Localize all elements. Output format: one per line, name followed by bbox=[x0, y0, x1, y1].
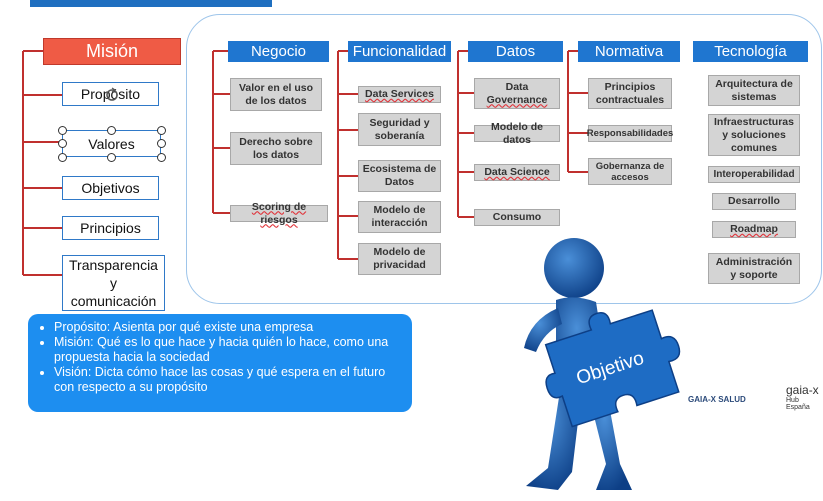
box-line: y soluciones bbox=[722, 128, 786, 141]
box-line: Governance bbox=[486, 93, 548, 106]
box-line: Valor en el uso bbox=[238, 81, 314, 94]
box-data-services: Data Services bbox=[358, 86, 441, 103]
header-funcionalidad: Funcionalidad bbox=[348, 41, 451, 62]
box-line: interacción bbox=[371, 217, 428, 229]
box-line: accesos bbox=[611, 171, 649, 183]
hub-espana-label: Hub España bbox=[786, 397, 810, 411]
selection-handle[interactable] bbox=[58, 153, 67, 162]
box-line: Consumo bbox=[492, 211, 542, 223]
definitions-list: Propósito: Asienta por qué existe una em… bbox=[38, 320, 404, 395]
rotate-handle-icon[interactable] bbox=[104, 87, 120, 103]
box-line: Desarrollo bbox=[728, 195, 780, 207]
proposito-box[interactable]: Propósito bbox=[62, 82, 159, 106]
box-line: Roadmap bbox=[730, 223, 778, 235]
box-line: Principios bbox=[604, 80, 656, 93]
selection-handle[interactable] bbox=[58, 139, 67, 148]
mision-box: Misión bbox=[43, 38, 181, 65]
box-data-science: Data Science bbox=[474, 164, 560, 181]
box-line: Gobernanza de bbox=[595, 160, 665, 172]
box-modelo-datos: Modelo de datos bbox=[474, 121, 560, 146]
top-accent-bar bbox=[30, 0, 272, 7]
box-line: Data bbox=[505, 80, 529, 93]
box-line: Data Services bbox=[365, 88, 434, 100]
principios-box[interactable]: Principios bbox=[62, 216, 159, 240]
box-line: Ecosistema de bbox=[362, 163, 437, 175]
definition-vision: Visión: Dicta cómo hace las cosas y qué … bbox=[54, 365, 404, 395]
selection-handle[interactable] bbox=[107, 126, 116, 135]
box-line: de los datos bbox=[245, 94, 307, 107]
box-line: Infraestructuras bbox=[714, 115, 794, 128]
box-line: Interoperabilidad bbox=[713, 169, 795, 180]
figure-puzzle-illustration: Objetivo bbox=[524, 238, 681, 490]
box-consumo: Consumo bbox=[474, 209, 560, 226]
box-scoring: Scoring de riesgos bbox=[230, 201, 328, 226]
box-line: contractuales bbox=[595, 93, 665, 106]
header-negocio: Negocio bbox=[228, 41, 329, 62]
box-line: Arquitectura de bbox=[715, 77, 793, 90]
box-line: comunes bbox=[730, 141, 778, 154]
box-responsabilidades: Responsabilidades bbox=[586, 125, 674, 142]
gaiax-salud-logo: GAIA-X SALUD bbox=[688, 395, 746, 404]
selection-handle[interactable] bbox=[107, 153, 116, 162]
transparencia-line: y bbox=[110, 275, 117, 291]
transparencia-box[interactable]: Transparencia y comunicación bbox=[62, 255, 165, 311]
box-line: Data Science bbox=[484, 166, 550, 178]
selection-handle[interactable] bbox=[58, 126, 67, 135]
box-line: y soporte bbox=[730, 268, 778, 281]
objetivos-box[interactable]: Objetivos bbox=[62, 176, 159, 200]
box-line: Datos bbox=[384, 176, 415, 188]
box-interoperabilidad: Interoperabilidad bbox=[708, 166, 800, 183]
box-line: Administración bbox=[715, 255, 793, 268]
selection-handle[interactable] bbox=[157, 153, 166, 162]
definitions-box: Propósito: Asienta por qué existe una em… bbox=[28, 314, 412, 412]
header-datos: Datos bbox=[468, 41, 563, 62]
definition-mision: Misión: Qué es lo que hace y hacia quién… bbox=[54, 335, 404, 365]
gaiax-logo: gaia-x bbox=[786, 383, 819, 397]
box-line: Scoring de riesgos bbox=[251, 200, 307, 226]
selection-handle[interactable] bbox=[157, 126, 166, 135]
definition-proposito: Propósito: Asienta por qué existe una em… bbox=[54, 320, 404, 335]
box-line: sistemas bbox=[731, 90, 777, 103]
box-line: Modelo de datos bbox=[491, 120, 543, 146]
box-desarrollo: Desarrollo bbox=[712, 193, 796, 210]
box-line: Responsabilidades bbox=[586, 128, 674, 139]
box-line: Modelo de bbox=[373, 246, 426, 258]
box-line: privacidad bbox=[373, 259, 426, 271]
box-line: Derecho sobre bbox=[239, 135, 313, 148]
box-line: los datos bbox=[252, 148, 300, 161]
box-line: Modelo de bbox=[373, 204, 426, 216]
transparencia-line: comunicación bbox=[70, 293, 157, 309]
box-line: Seguridad y bbox=[369, 116, 430, 129]
transparencia-line: Transparencia bbox=[69, 257, 158, 273]
selection-handle[interactable] bbox=[157, 139, 166, 148]
header-tecnologia: Tecnología bbox=[693, 41, 808, 62]
box-roadmap: Roadmap bbox=[712, 221, 796, 238]
box-line: soberanía bbox=[374, 129, 425, 142]
header-normativa: Normativa bbox=[578, 41, 680, 62]
